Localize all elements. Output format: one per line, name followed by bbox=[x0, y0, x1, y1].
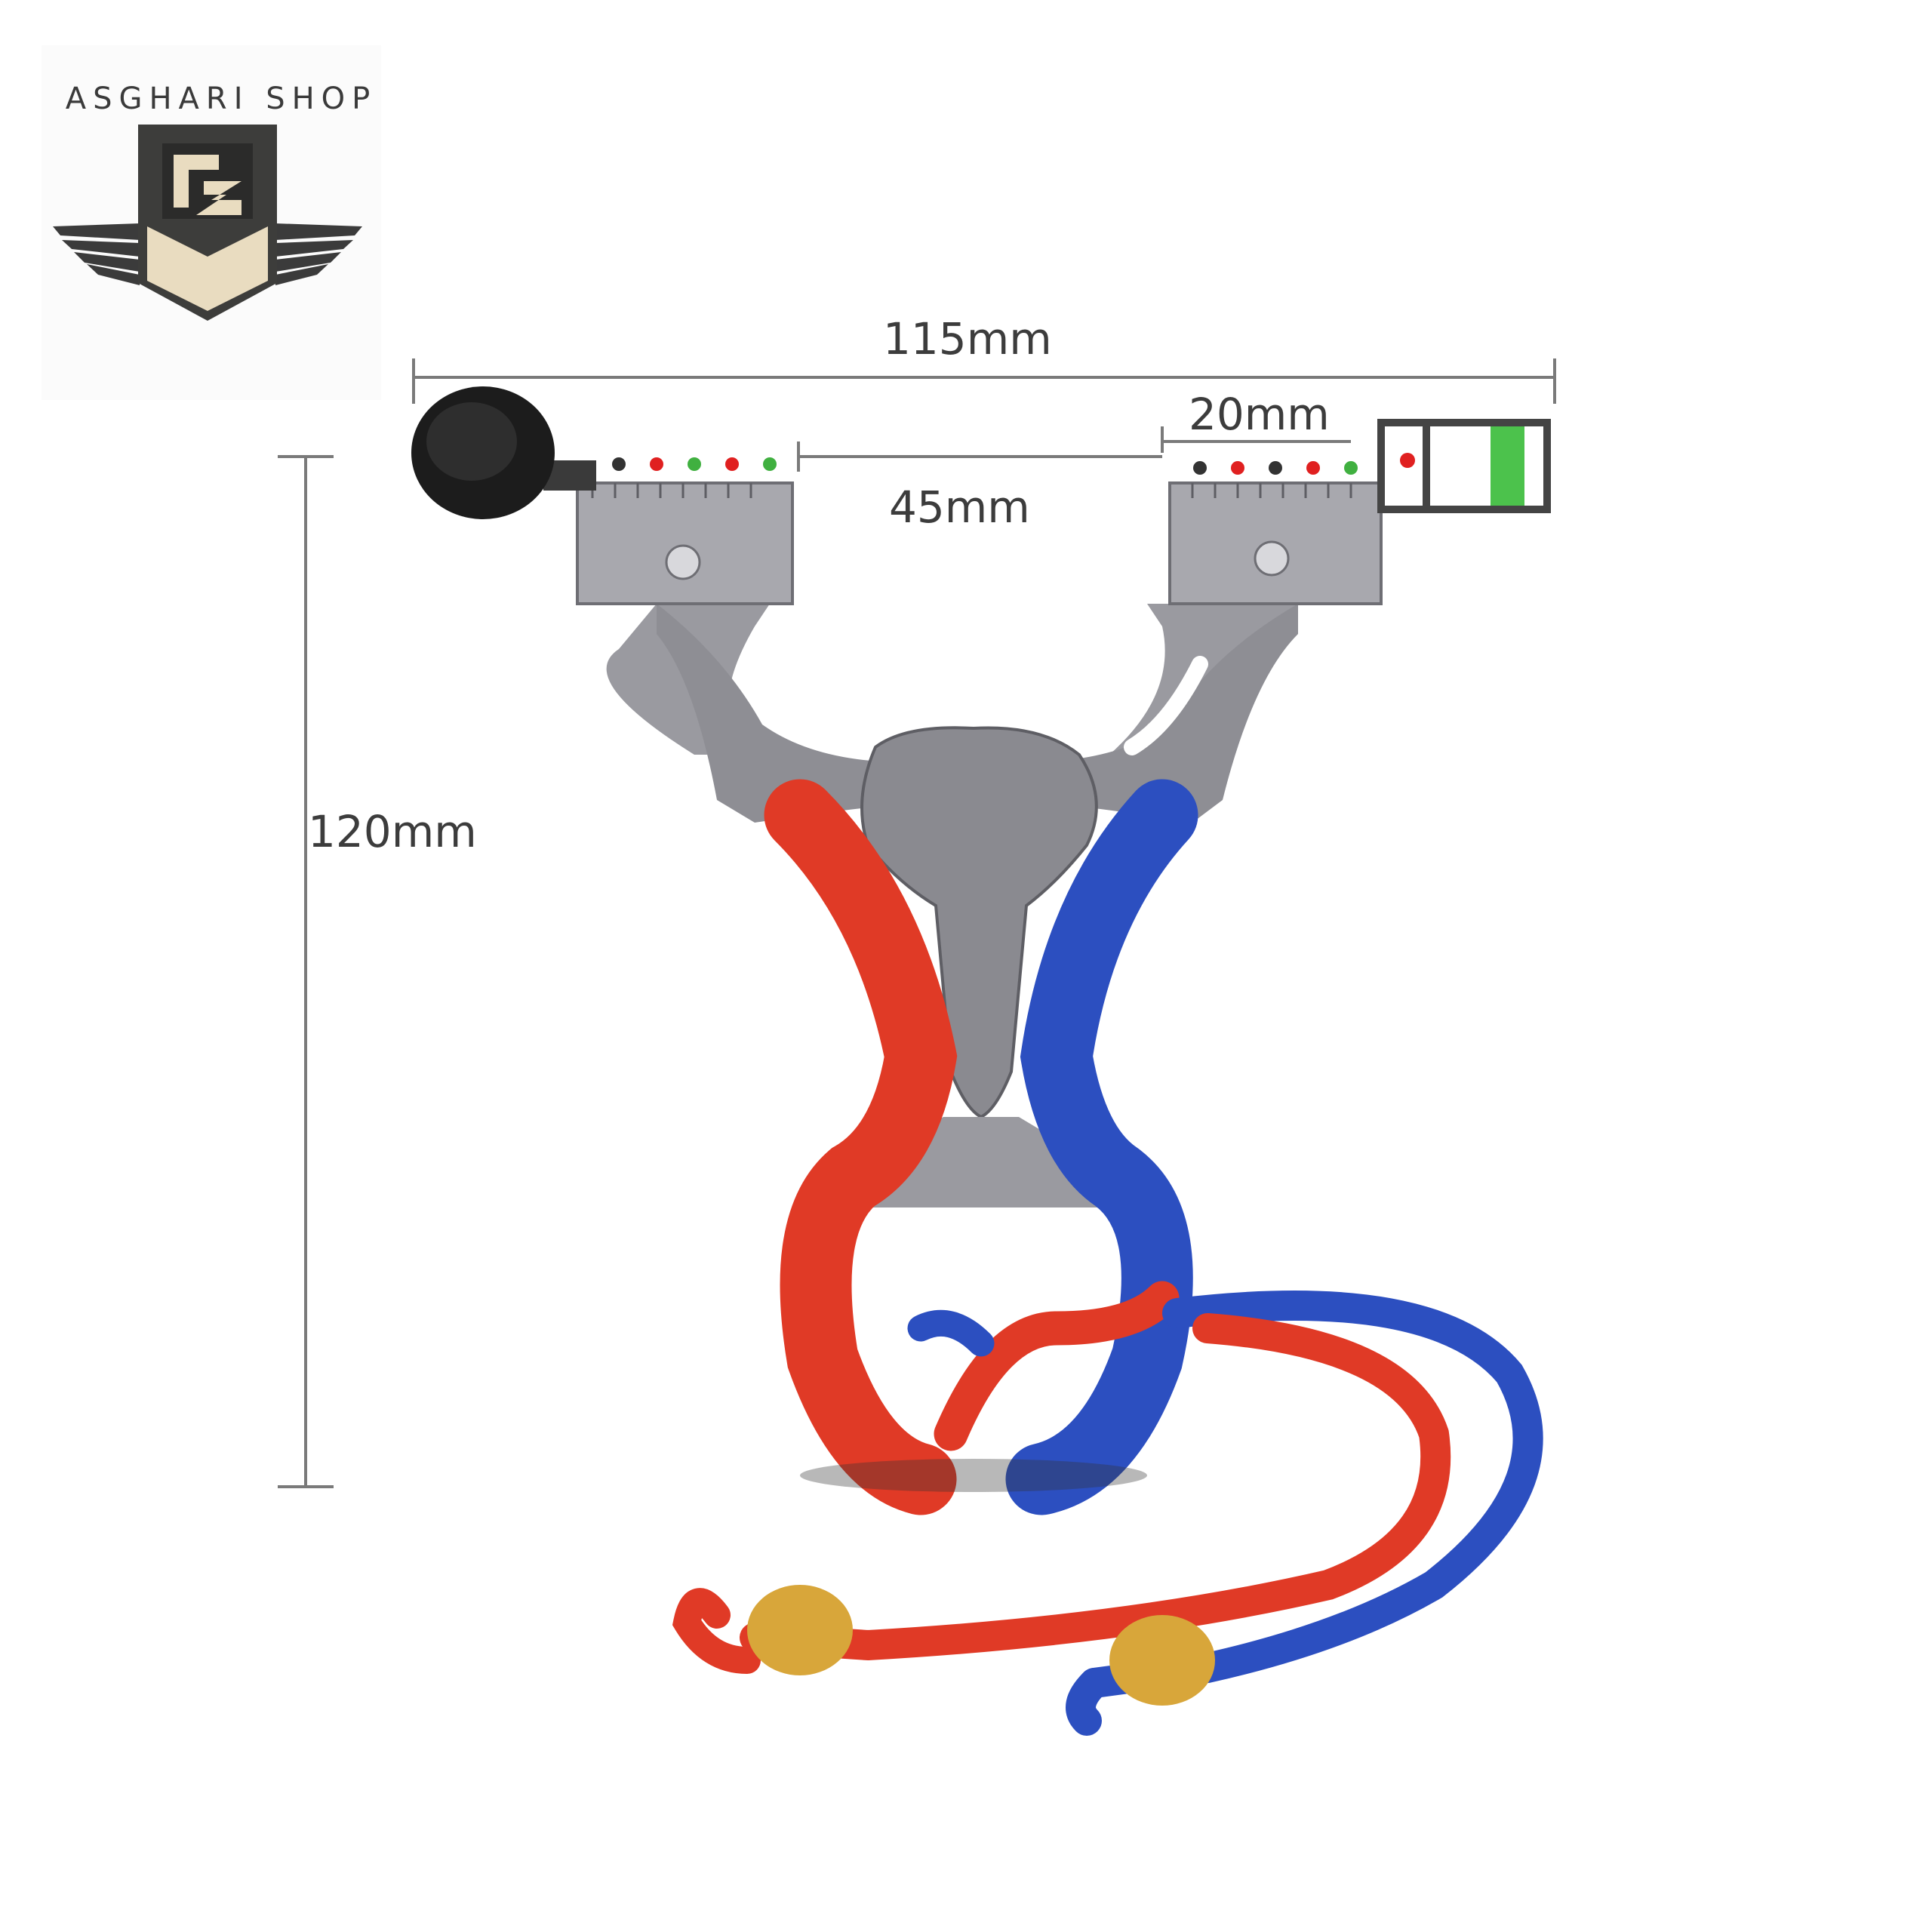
slingshot-frame bbox=[411, 386, 1551, 1208]
shadow bbox=[800, 1459, 1147, 1492]
band-dimension-label: 20mm bbox=[1189, 389, 1330, 440]
brand-name: ASGHARI SHOP bbox=[65, 82, 377, 116]
brand-logo: ASGHARI SHOP bbox=[42, 45, 381, 400]
fork-gap-dimension-label: 45mm bbox=[889, 481, 1030, 533]
height-dimension-label: 120mm bbox=[308, 806, 477, 857]
width-dimension-label: 115mm bbox=[883, 313, 1052, 365]
sight-dots bbox=[612, 457, 1358, 475]
left-wing-icon bbox=[53, 223, 140, 285]
right-wing-icon bbox=[275, 223, 362, 285]
adjustment-knob-icon bbox=[411, 386, 596, 519]
dimension-lines bbox=[278, 358, 1556, 1488]
paracord-wrap bbox=[672, 779, 1543, 1736]
spirit-level-icon bbox=[1377, 419, 1551, 513]
logo-emblem bbox=[53, 125, 362, 321]
brass-beads-icon bbox=[747, 1585, 1215, 1706]
